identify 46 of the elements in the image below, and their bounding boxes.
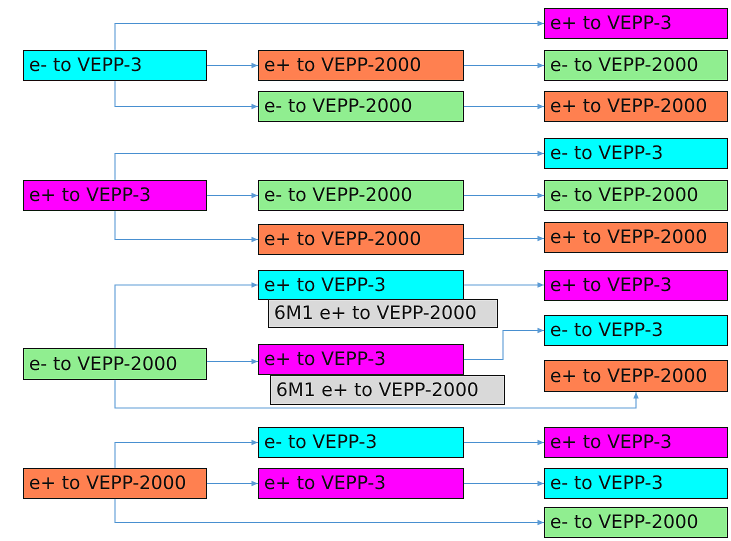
arrow bbox=[464, 440, 544, 446]
process-box: e- to VEPP-3 bbox=[258, 427, 464, 458]
arrow bbox=[114, 81, 258, 110]
arrow bbox=[114, 282, 258, 348]
arrow bbox=[207, 62, 258, 68]
process-box: e- to VEPP-2000 bbox=[258, 91, 464, 122]
arrow bbox=[114, 380, 639, 409]
arrow bbox=[114, 499, 544, 526]
process-box: e- to VEPP-2000 bbox=[258, 180, 464, 211]
process-box: e+ to VEPP-3 bbox=[23, 180, 207, 211]
process-box: e+ to VEPP-2000 bbox=[544, 222, 728, 253]
process-box: e+ to VEPP-2000 bbox=[258, 50, 464, 81]
note-box: 6M1 e+ to VEPP-2000 bbox=[270, 375, 505, 405]
arrow bbox=[464, 62, 544, 68]
process-box: e+ to VEPP-3 bbox=[544, 8, 728, 39]
arrow bbox=[464, 192, 544, 198]
arrow bbox=[207, 480, 258, 486]
process-box: e+ to VEPP-3 bbox=[258, 344, 464, 375]
process-box: e- to VEPP-3 bbox=[544, 468, 728, 499]
note-box: 6M1 e+ to VEPP-2000 bbox=[268, 299, 498, 328]
process-box: e- to VEPP-3 bbox=[23, 50, 207, 81]
process-box: e+ to VEPP-3 bbox=[258, 270, 464, 300]
process-box: e+ to VEPP-3 bbox=[544, 270, 728, 301]
process-box: e- to VEPP-2000 bbox=[544, 180, 728, 211]
arrow bbox=[207, 358, 258, 364]
arrow bbox=[464, 236, 544, 242]
process-box: e- to VEPP-2000 bbox=[544, 507, 728, 538]
arrow bbox=[464, 328, 544, 360]
process-box: e+ to VEPP-3 bbox=[544, 427, 728, 458]
process-box: e- to VEPP-2000 bbox=[544, 50, 728, 81]
process-box: e- to VEPP-3 bbox=[544, 315, 728, 346]
process-box: e+ to VEPP-2000 bbox=[23, 468, 207, 499]
arrow bbox=[114, 440, 258, 468]
arrow bbox=[114, 20, 544, 50]
process-box: e+ to VEPP-3 bbox=[258, 468, 464, 499]
process-box: e+ to VEPP-2000 bbox=[258, 224, 464, 255]
process-box: e- to VEPP-3 bbox=[544, 138, 728, 169]
arrow bbox=[207, 192, 258, 198]
arrow bbox=[464, 282, 544, 288]
process-box: e+ to VEPP-2000 bbox=[544, 91, 728, 122]
arrow bbox=[114, 150, 544, 180]
process-box: e- to VEPP-2000 bbox=[23, 348, 207, 380]
arrow bbox=[464, 104, 544, 110]
arrow bbox=[114, 211, 258, 242]
arrow bbox=[464, 480, 544, 486]
process-box: e+ to VEPP-2000 bbox=[544, 360, 728, 392]
